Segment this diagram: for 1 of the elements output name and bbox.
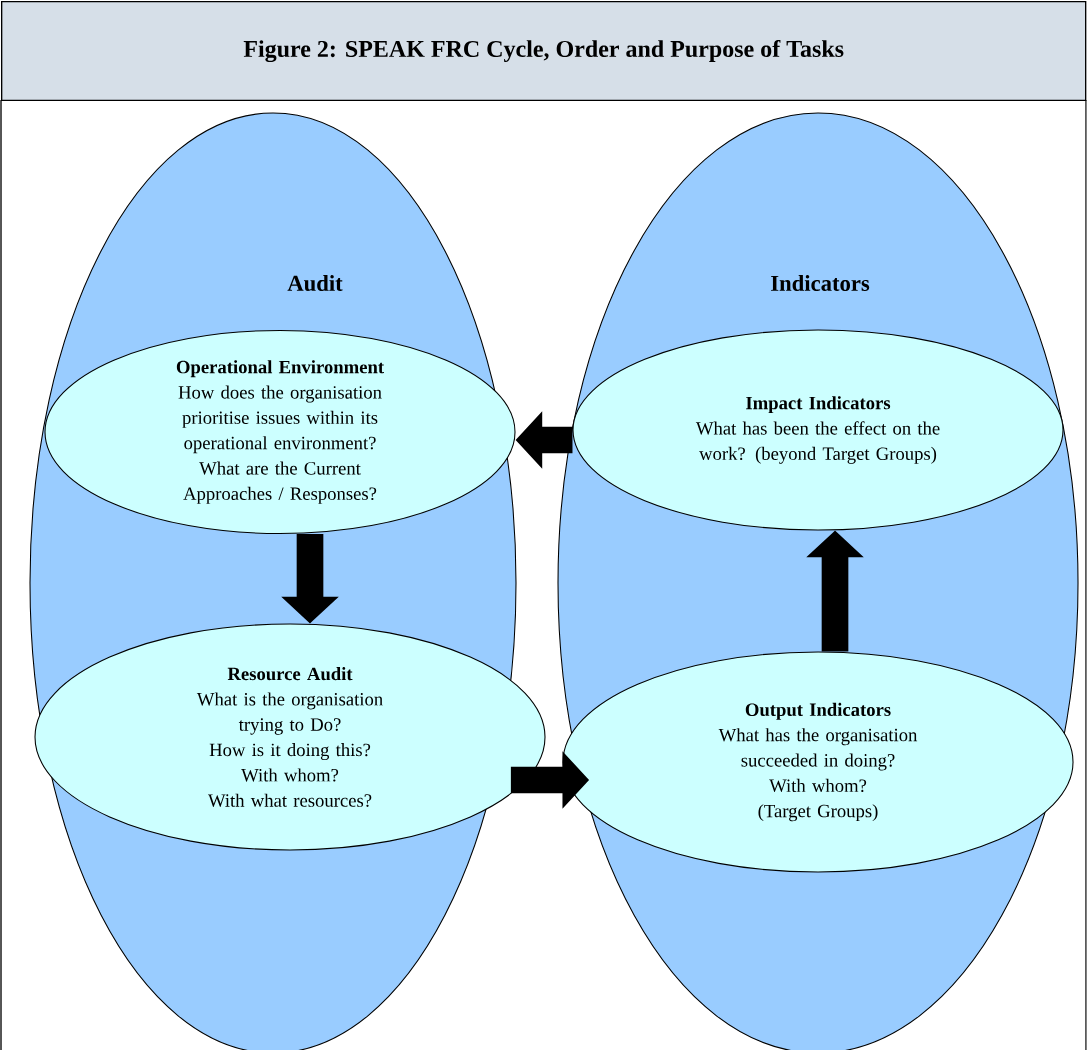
title-band: Figure 2: SPEAK FRC Cycle, Order and Purpose of Tasks — [1, 1, 1087, 101]
